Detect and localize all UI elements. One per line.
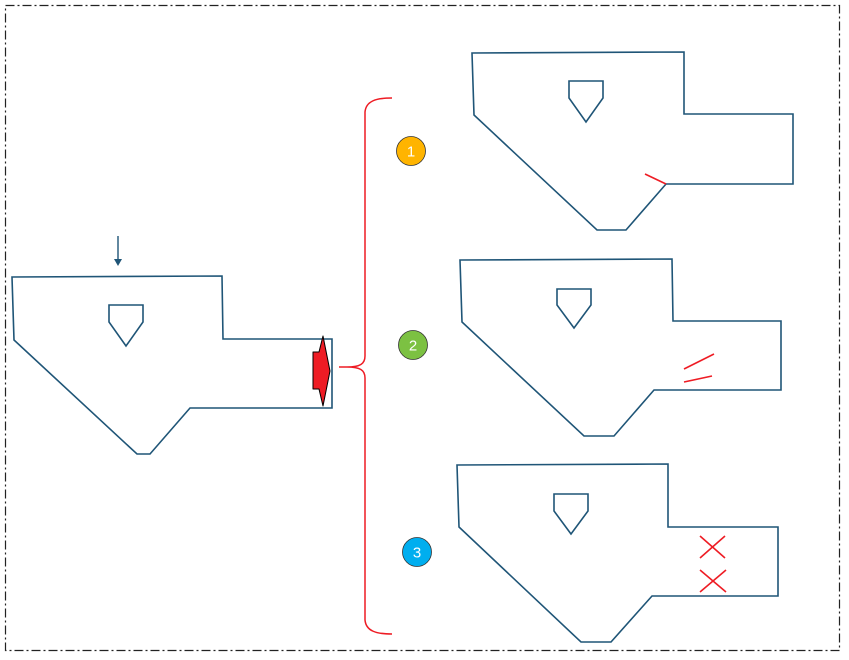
option-2-outline bbox=[459, 258, 782, 437]
badge-3-label: 3 bbox=[413, 545, 421, 562]
source-part-pentagon bbox=[108, 304, 144, 348]
option-2-pentagon bbox=[556, 288, 592, 330]
badge-2: 2 bbox=[398, 330, 428, 360]
diagram-frame bbox=[4, 4, 841, 652]
badge-2-label: 2 bbox=[409, 338, 417, 355]
badge-1-label: 1 bbox=[407, 144, 415, 161]
option-1-outline bbox=[471, 51, 794, 231]
option-1-cut-mark bbox=[644, 173, 667, 185]
option-2-part bbox=[459, 258, 782, 437]
option-2-cut-mark-upper bbox=[683, 353, 715, 370]
source-part bbox=[11, 236, 333, 455]
options-brace bbox=[339, 97, 393, 635]
down-arrow-icon bbox=[114, 236, 122, 266]
source-part-outline bbox=[11, 275, 333, 455]
option-3-pentagon bbox=[553, 493, 589, 536]
option-1-pentagon bbox=[568, 80, 604, 124]
badge-3: 3 bbox=[402, 537, 432, 567]
option-3-part bbox=[456, 463, 779, 643]
option-2-cut-mark-lower bbox=[683, 375, 713, 383]
option-3-outline bbox=[456, 463, 779, 643]
option-3-cross-mark-lower bbox=[699, 569, 727, 593]
option-1-part bbox=[471, 51, 794, 231]
badge-1: 1 bbox=[396, 136, 426, 166]
cut-arrow-icon bbox=[312, 335, 331, 407]
option-3-cross-mark-upper bbox=[699, 535, 726, 559]
